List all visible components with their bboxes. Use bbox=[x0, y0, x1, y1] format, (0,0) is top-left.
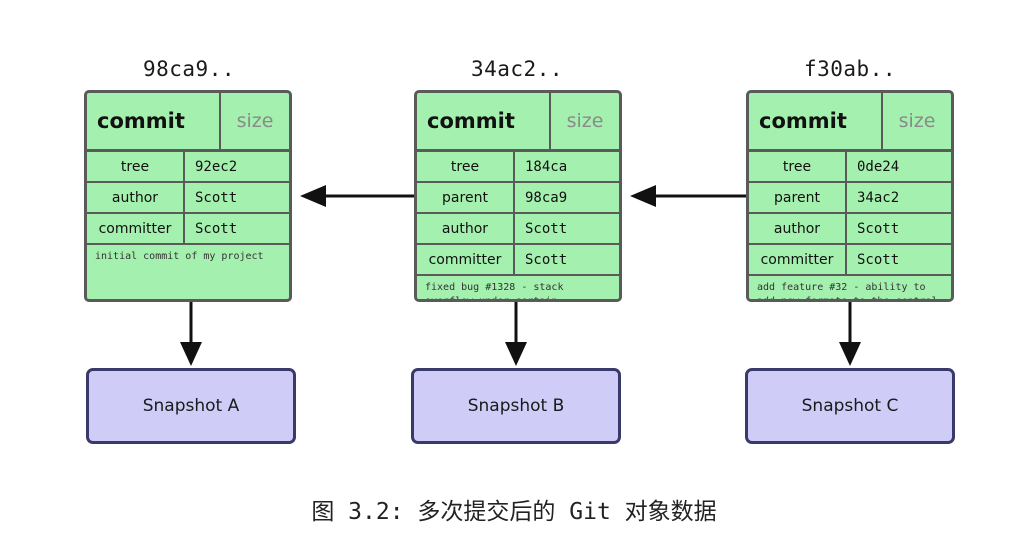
field-value: Scott bbox=[525, 251, 568, 268]
field-row-author: author Scott bbox=[749, 214, 951, 245]
commit-message: initial commit of my project bbox=[95, 251, 264, 262]
commit-type-label: commit bbox=[87, 93, 221, 149]
commit-hash-3: f30ab.. bbox=[803, 57, 896, 81]
field-key: committer bbox=[749, 245, 847, 274]
field-value: Scott bbox=[857, 251, 900, 268]
field-row-tree: tree 92ec2 bbox=[87, 152, 289, 183]
commit-message: fixed bug #1328 - stack overflow under c… bbox=[425, 282, 564, 302]
commit-size-label: size bbox=[236, 110, 274, 132]
commit-object-1: commit size tree 92ec2 author Scott comm… bbox=[84, 90, 292, 302]
commit-size-label: size bbox=[898, 110, 936, 132]
field-row-parent: parent 34ac2 bbox=[749, 183, 951, 214]
field-value: Scott bbox=[525, 220, 568, 237]
field-key: tree bbox=[87, 152, 185, 181]
commit-header: commit size bbox=[87, 93, 289, 152]
field-key: parent bbox=[417, 183, 515, 212]
tree-arrow-2 bbox=[505, 302, 527, 366]
field-row-committer: committer Scott bbox=[87, 214, 289, 245]
snapshot-a: Snapshot A bbox=[86, 368, 296, 444]
field-value: Scott bbox=[195, 189, 238, 206]
field-row-parent: parent 98ca9 bbox=[417, 183, 619, 214]
field-row-author: author Scott bbox=[87, 183, 289, 214]
parent-arrow-3-to-2 bbox=[630, 185, 746, 207]
commit-hash-1: 98ca9.. bbox=[142, 57, 235, 81]
field-value: 92ec2 bbox=[195, 158, 238, 175]
parent-arrow-2-to-1 bbox=[300, 185, 414, 207]
field-row-tree: tree 0de24 bbox=[749, 152, 951, 183]
snapshot-c: Snapshot C bbox=[745, 368, 955, 444]
field-value: Scott bbox=[857, 220, 900, 237]
commit-size-label: size bbox=[566, 110, 604, 132]
commit-type-label: commit bbox=[749, 93, 883, 149]
commit-message: add feature #32 - ability to add new for… bbox=[757, 282, 938, 302]
field-key: parent bbox=[749, 183, 847, 212]
field-row-committer: committer Scott bbox=[417, 245, 619, 276]
field-key: author bbox=[417, 214, 515, 243]
field-key: committer bbox=[87, 214, 185, 243]
field-row-author: author Scott bbox=[417, 214, 619, 245]
field-row-committer: committer Scott bbox=[749, 245, 951, 276]
commit-header: commit size bbox=[417, 93, 619, 152]
commit-type-label: commit bbox=[417, 93, 551, 149]
field-value: 34ac2 bbox=[857, 189, 900, 206]
field-key: author bbox=[87, 183, 185, 212]
field-key: tree bbox=[417, 152, 515, 181]
field-row-tree: tree 184ca bbox=[417, 152, 619, 183]
commit-object-2: commit size tree 184ca parent 98ca9 auth… bbox=[414, 90, 622, 302]
field-value: 184ca bbox=[525, 158, 568, 175]
field-value: Scott bbox=[195, 220, 238, 237]
field-value: 0de24 bbox=[857, 158, 900, 175]
commit-header: commit size bbox=[749, 93, 951, 152]
field-value: 98ca9 bbox=[525, 189, 568, 206]
snapshot-b: Snapshot B bbox=[411, 368, 621, 444]
tree-arrow-1 bbox=[180, 302, 202, 366]
field-key: tree bbox=[749, 152, 847, 181]
field-key: author bbox=[749, 214, 847, 243]
tree-arrow-3 bbox=[839, 302, 861, 366]
field-key: committer bbox=[417, 245, 515, 274]
commit-hash-2: 34ac2.. bbox=[470, 57, 563, 81]
commit-object-3: commit size tree 0de24 parent 34ac2 auth… bbox=[746, 90, 954, 302]
figure-caption: 图 3.2: 多次提交后的 Git 对象数据 bbox=[311, 499, 717, 525]
